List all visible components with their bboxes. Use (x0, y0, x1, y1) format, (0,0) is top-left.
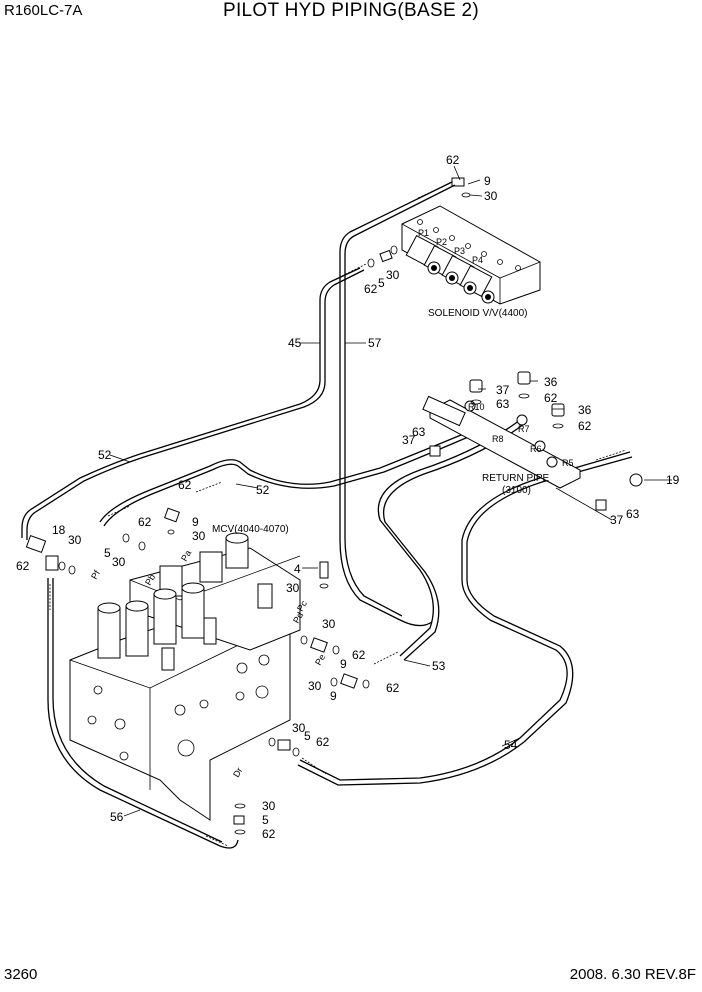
callout-18: 18 (52, 523, 66, 537)
callout-5: 5 (262, 813, 269, 827)
callout-5: 5 (304, 729, 311, 743)
port-mark-pd: Pd (291, 610, 305, 625)
callout-62: 62 (364, 282, 378, 296)
callout-9: 9 (192, 515, 199, 529)
return-pipe-manifold (422, 395, 643, 521)
pipe-56 (47, 578, 239, 849)
callout-5: 5 (104, 546, 111, 560)
port-mark-p4: P4 (472, 255, 483, 265)
solenoid-inlet-fittings (367, 245, 398, 268)
callout-63: 63 (412, 425, 426, 439)
callout-63: 63 (626, 507, 640, 521)
port-mark-r7: R7 (518, 424, 530, 434)
callout-5: 5 (378, 276, 385, 290)
callout-30: 30 (262, 799, 276, 813)
callout-30: 30 (322, 617, 336, 631)
callout-30: 30 (308, 679, 322, 693)
callout-62: 62 (138, 515, 152, 529)
callout-54: 54 (504, 738, 518, 752)
callout-30: 30 (386, 268, 400, 282)
port-mark-pc: Pc (295, 598, 309, 613)
callout-4: 4 (294, 562, 301, 576)
callout-19: 19 (666, 473, 680, 487)
callout-52: 52 (256, 483, 270, 497)
callout-36: 36 (544, 375, 558, 389)
callout-62: 62 (178, 478, 192, 492)
callout-36: 36 (578, 403, 592, 417)
pipe-54 (299, 451, 631, 781)
callout-63: 63 (496, 397, 510, 411)
callout-56: 56 (110, 810, 124, 824)
leader-lines (109, 165, 672, 817)
callout-45: 45 (288, 336, 302, 350)
callout-53: 53 (432, 659, 446, 673)
page-title: PILOT HYD PIPING(BASE 2) (222, 0, 480, 21)
callout-37: 37 (402, 433, 416, 447)
port-mark-pe: Pe (313, 652, 327, 667)
page-number: 3260 (4, 966, 38, 983)
port-mark-p2: P2 (436, 237, 447, 247)
callout-30: 30 (68, 533, 82, 547)
callout-9: 9 (484, 174, 491, 188)
pipe-52 (99, 427, 479, 523)
callout-30: 30 (112, 555, 126, 569)
callout-30: 30 (192, 529, 206, 543)
callout-numbers: 62 9 30 62 5 30 45 57 37 63 37 63 36 62 … (16, 153, 680, 841)
port-mark-r8: R8 (492, 434, 504, 444)
pipe-45 (21, 267, 361, 538)
callout-52: 52 (98, 448, 112, 462)
top-elbow-fitting (451, 177, 471, 198)
callout-62: 62 (446, 153, 460, 167)
mcv-label: MCV(4040-4070) (212, 524, 289, 535)
callout-9: 9 (330, 689, 337, 703)
return-pipe-label: RETURN PIPE (482, 473, 550, 484)
callout-37: 37 (610, 513, 624, 527)
port-mark-r6: R6 (530, 444, 542, 454)
solenoid-valve-block: P1 P2 P3 P4 (401, 205, 541, 305)
callout-62: 62 (262, 827, 276, 841)
port-mark-r5: R5 (562, 458, 574, 468)
return-pipe-ref: (3100) (502, 485, 531, 496)
callout-9: 9 (340, 657, 347, 671)
callout-30: 30 (484, 189, 498, 203)
callout-62: 62 (352, 648, 366, 662)
callout-62: 62 (544, 391, 558, 405)
fittings-mcv (25, 507, 370, 835)
port-mark-pa: Pa (179, 548, 193, 563)
port-mark-p3: P3 (454, 246, 465, 256)
callout-30: 30 (286, 581, 300, 595)
callout-57: 57 (368, 336, 382, 350)
callout-30: 30 (292, 721, 306, 735)
port-mark-pf: Pf (89, 568, 102, 581)
port-mark-r10: R10 (468, 402, 485, 412)
callout-62: 62 (386, 681, 400, 695)
callout-37: 37 (496, 383, 510, 397)
port-mark-dr: Dr (231, 766, 244, 779)
main-control-valve (69, 532, 301, 821)
port-mark-pb: Pb (143, 572, 157, 587)
revision-date: 2008. 6.30 REV.8F (569, 966, 696, 983)
pipe-57 (339, 181, 453, 627)
callout-62: 62 (16, 559, 30, 573)
callout-62: 62 (316, 735, 330, 749)
solenoid-valve-label: SOLENOID V/V(4400) (428, 308, 527, 319)
port-mark-p1: P1 (418, 228, 429, 238)
callout-62: 62 (578, 419, 592, 433)
model-code: R160LC-7A (4, 2, 83, 19)
